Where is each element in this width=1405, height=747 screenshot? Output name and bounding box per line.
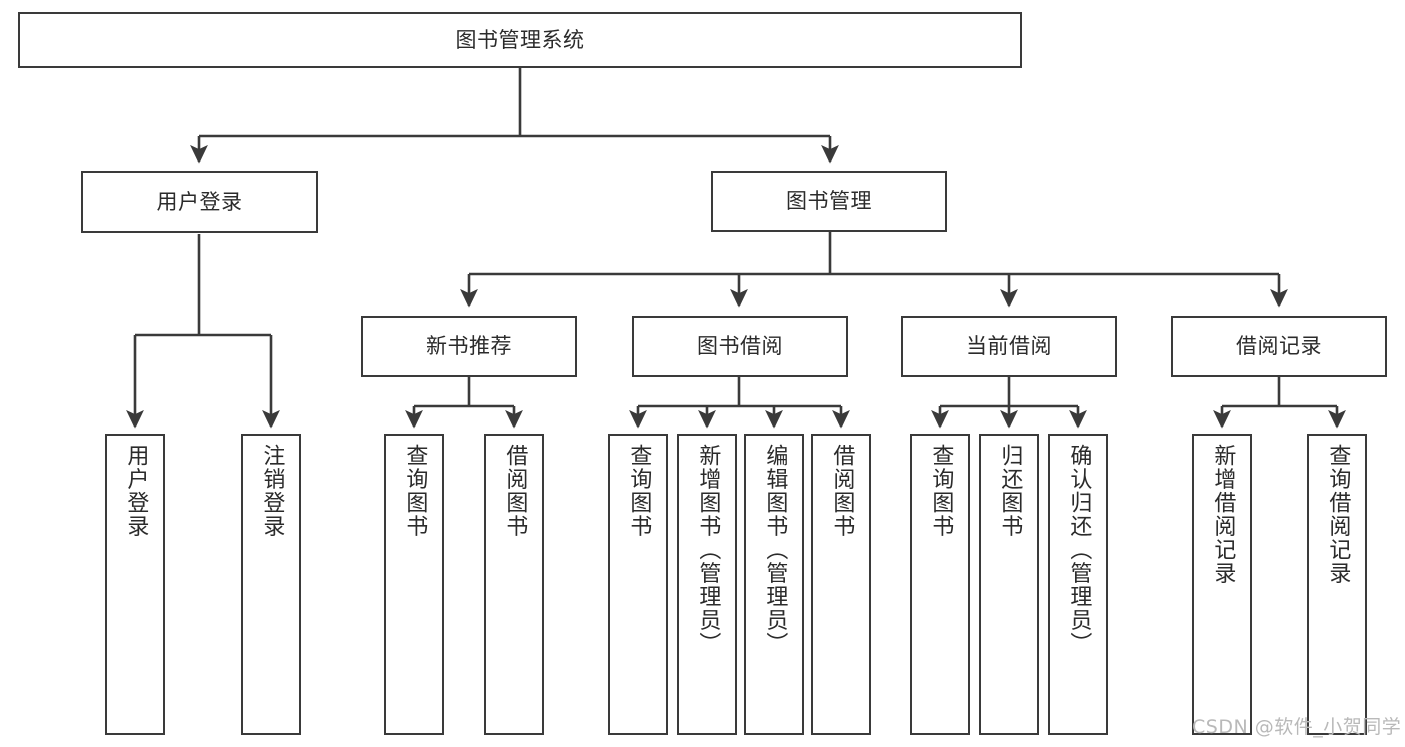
node-label: 确认归还（管理员） [1066,444,1092,656]
node-label: 新增图书（管理员） [695,444,721,656]
node-label: 新书推荐 [426,334,512,359]
leaf-return-book[interactable]: 归还图书 [979,434,1039,735]
leaf-borrow-book-recommend[interactable]: 借阅图书 [484,434,544,735]
leaf-borrow-book-borrow[interactable]: 借阅图书 [811,434,871,735]
node-label: 当前借阅 [966,334,1052,359]
node-new-book-recommend[interactable]: 新书推荐 [361,316,577,377]
leaf-edit-book-admin[interactable]: 编辑图书（管理员） [744,434,804,735]
node-root-book-management-system[interactable]: 图书管理系统 [18,12,1022,68]
node-label: 借阅记录 [1236,334,1322,359]
node-label: 图书借阅 [697,334,783,359]
node-user-login[interactable]: 用户登录 [81,171,318,233]
node-book-management[interactable]: 图书管理 [711,171,947,232]
node-label: 借阅图书 [829,444,855,538]
node-borrow-record[interactable]: 借阅记录 [1171,316,1387,377]
node-book-borrow[interactable]: 图书借阅 [632,316,848,377]
node-label: 归还图书 [997,444,1023,538]
leaf-query-book-recommend[interactable]: 查询图书 [384,434,444,735]
node-label: 用户登录 [123,444,149,538]
csdn-watermark: CSDN @软件_小贺同学 [1192,716,1402,738]
node-label: 查询图书 [626,444,652,538]
leaf-query-book-borrow[interactable]: 查询图书 [608,434,668,735]
node-label: 查询借阅记录 [1325,444,1351,585]
leaf-user-login[interactable]: 用户登录 [105,434,165,735]
node-label: 查询图书 [928,444,954,538]
leaf-confirm-return-admin[interactable]: 确认归还（管理员） [1048,434,1108,735]
node-label: 图书管理 [786,189,872,214]
leaf-add-borrow-record[interactable]: 新增借阅记录 [1192,434,1252,735]
node-label: 图书管理系统 [455,27,585,52]
leaf-logout-login[interactable]: 注销登录 [241,434,301,735]
node-label: 用户登录 [156,189,243,214]
node-label: 编辑图书（管理员） [762,444,788,656]
leaf-query-borrow-record[interactable]: 查询借阅记录 [1307,434,1367,735]
node-label: 新增借阅记录 [1210,444,1236,585]
leaf-query-book-current[interactable]: 查询图书 [910,434,970,735]
node-label: 注销登录 [259,444,285,538]
node-label: 查询图书 [402,444,428,538]
leaf-add-book-admin[interactable]: 新增图书（管理员） [677,434,737,735]
node-label: 借阅图书 [502,444,528,538]
node-current-borrow[interactable]: 当前借阅 [901,316,1117,377]
